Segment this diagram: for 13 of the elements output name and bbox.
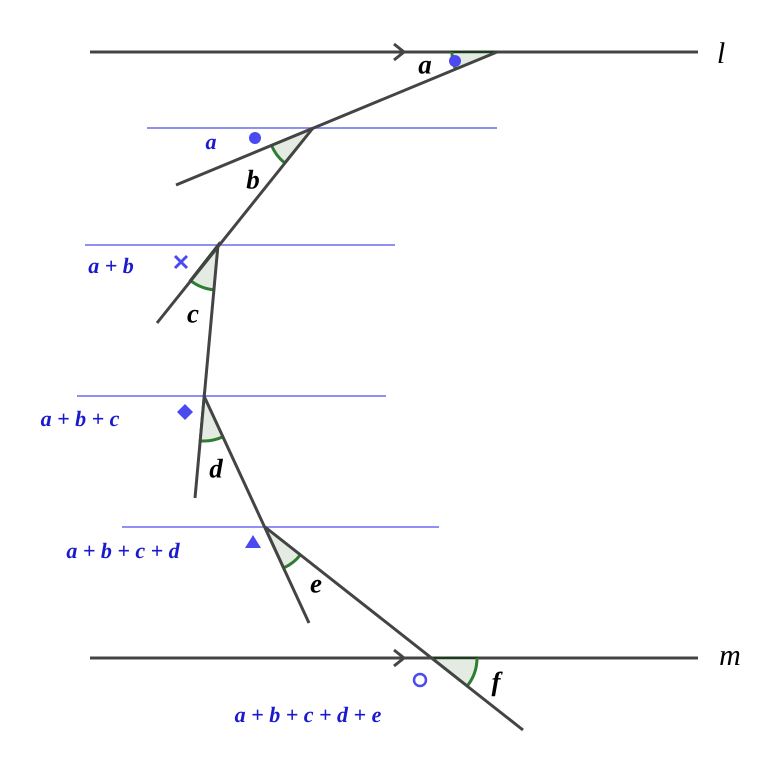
angle-sum-label: a xyxy=(206,131,216,153)
angle-label: a xyxy=(418,52,432,78)
angle-label: c xyxy=(187,300,199,328)
angle-label: e xyxy=(310,570,322,598)
angle-sum-label: a + b + c + d + e xyxy=(234,704,382,726)
angle-label: d xyxy=(209,456,223,482)
angle-sum-label: a + b xyxy=(88,255,134,277)
line-label: l xyxy=(716,39,726,69)
angle-sum-label: a + b + c + d xyxy=(66,540,180,562)
angle-sum-label: a + b + c xyxy=(40,408,120,430)
angle-label: f xyxy=(492,668,500,696)
angle-label: b xyxy=(246,166,260,194)
line-label: m xyxy=(719,641,741,671)
